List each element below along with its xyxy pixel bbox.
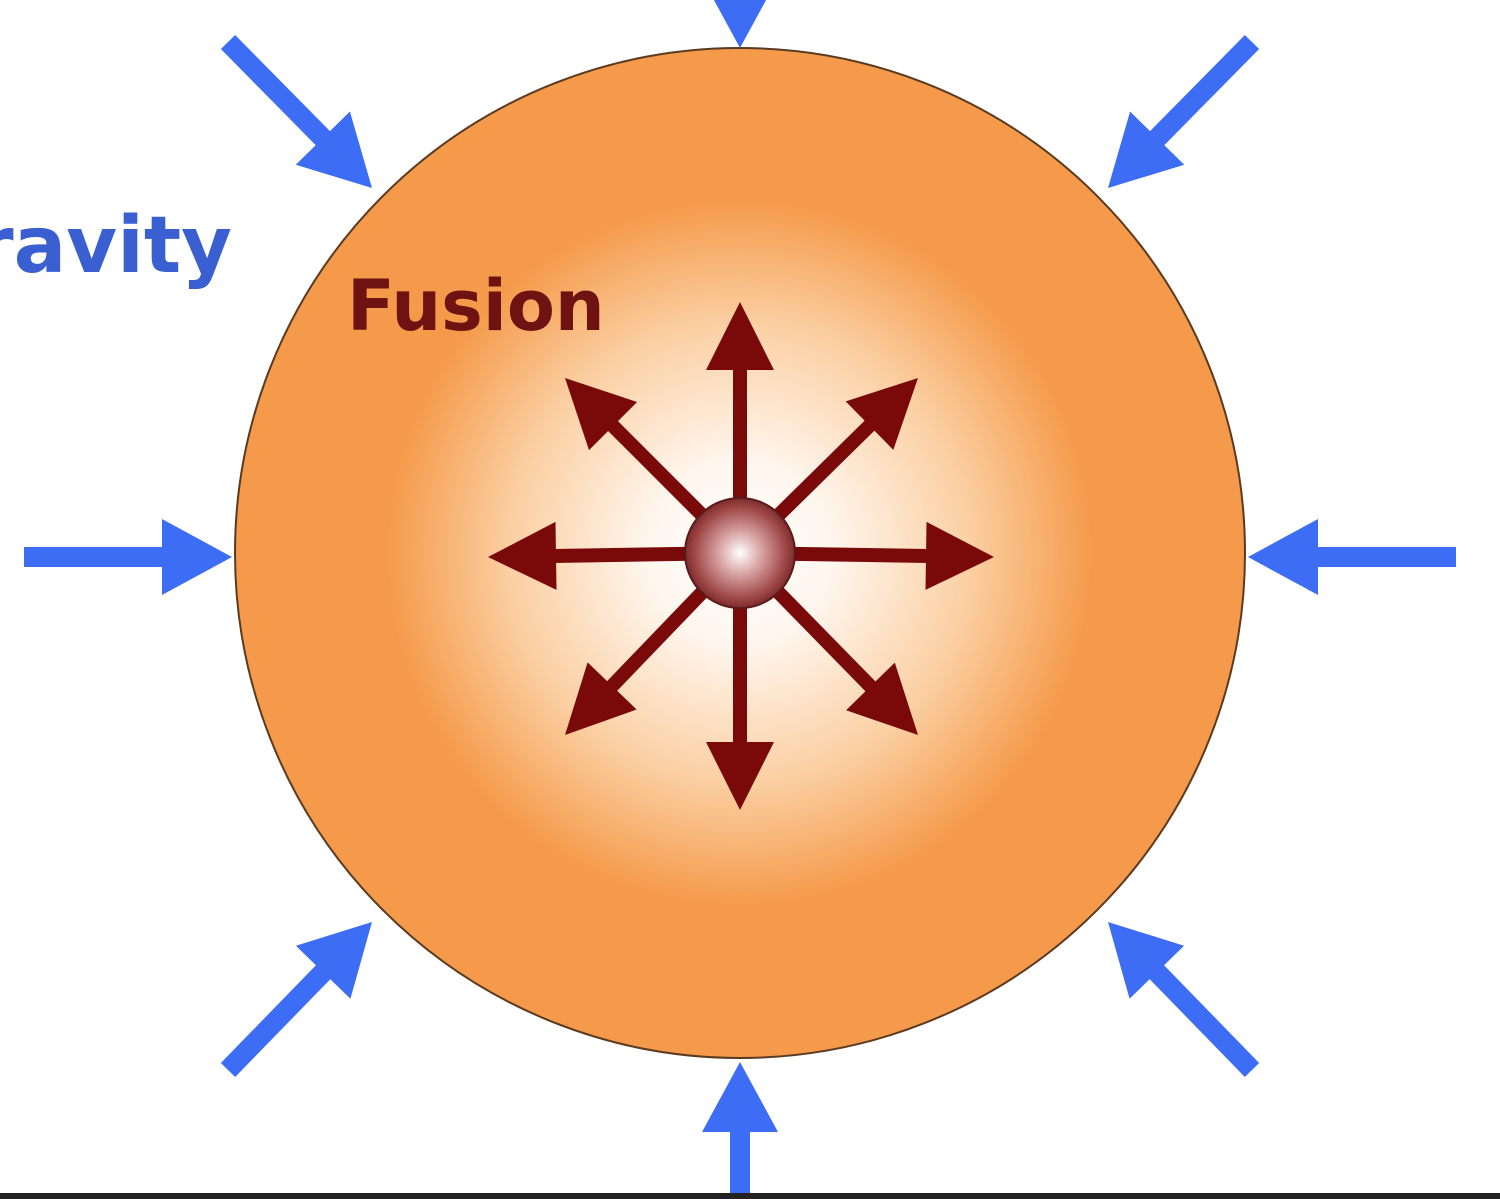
outward-arrow-icon-head	[706, 742, 774, 810]
inward-arrow-icon-shaft	[1148, 34, 1260, 147]
outward-arrow-icon-head	[565, 662, 637, 735]
inward-arrow-icon-head	[713, 0, 767, 48]
inward-arrow-icon-shaft	[220, 34, 332, 147]
fusion-label: Fusion	[347, 265, 605, 347]
inward-arrow-icon	[220, 922, 372, 1077]
outward-arrow-icon-head	[488, 521, 557, 590]
inward-arrow-icon	[1108, 34, 1260, 188]
outward-arrow-icon-head	[846, 662, 918, 735]
inward-arrow-icon-head	[295, 922, 372, 999]
inward-arrow-icon-head	[702, 1062, 778, 1132]
outward-arrow-icon-head	[925, 521, 994, 590]
inward-arrow-icon-head	[295, 111, 372, 188]
inward-arrow-icon	[702, 1062, 778, 1199]
inward-arrow-icon	[1248, 519, 1456, 595]
inward-arrow-icon-shaft	[220, 963, 332, 1077]
gravity-arrows	[24, 0, 1456, 1199]
gravity-label: Gravity	[0, 201, 232, 291]
inward-arrow-icon-head	[162, 519, 232, 595]
fusion-arrows	[488, 302, 994, 810]
inward-arrow-icon-head	[1108, 922, 1185, 999]
inward-arrow-icon	[713, 0, 767, 48]
inward-arrow-icon	[220, 34, 372, 188]
outward-arrow-icon-head	[845, 378, 918, 450]
outward-arrow-icon-head	[565, 378, 638, 451]
bottom-border	[0, 1193, 1500, 1199]
inward-arrow-icon	[24, 519, 232, 595]
inward-arrow-icon-head	[1108, 111, 1185, 188]
inward-arrow-icon	[1108, 922, 1260, 1077]
inward-arrow-icon-shaft	[1148, 963, 1260, 1077]
outward-arrow-icon-head	[706, 302, 774, 370]
inward-arrow-icon-head	[1248, 519, 1318, 595]
sphere-icon	[684, 497, 796, 609]
